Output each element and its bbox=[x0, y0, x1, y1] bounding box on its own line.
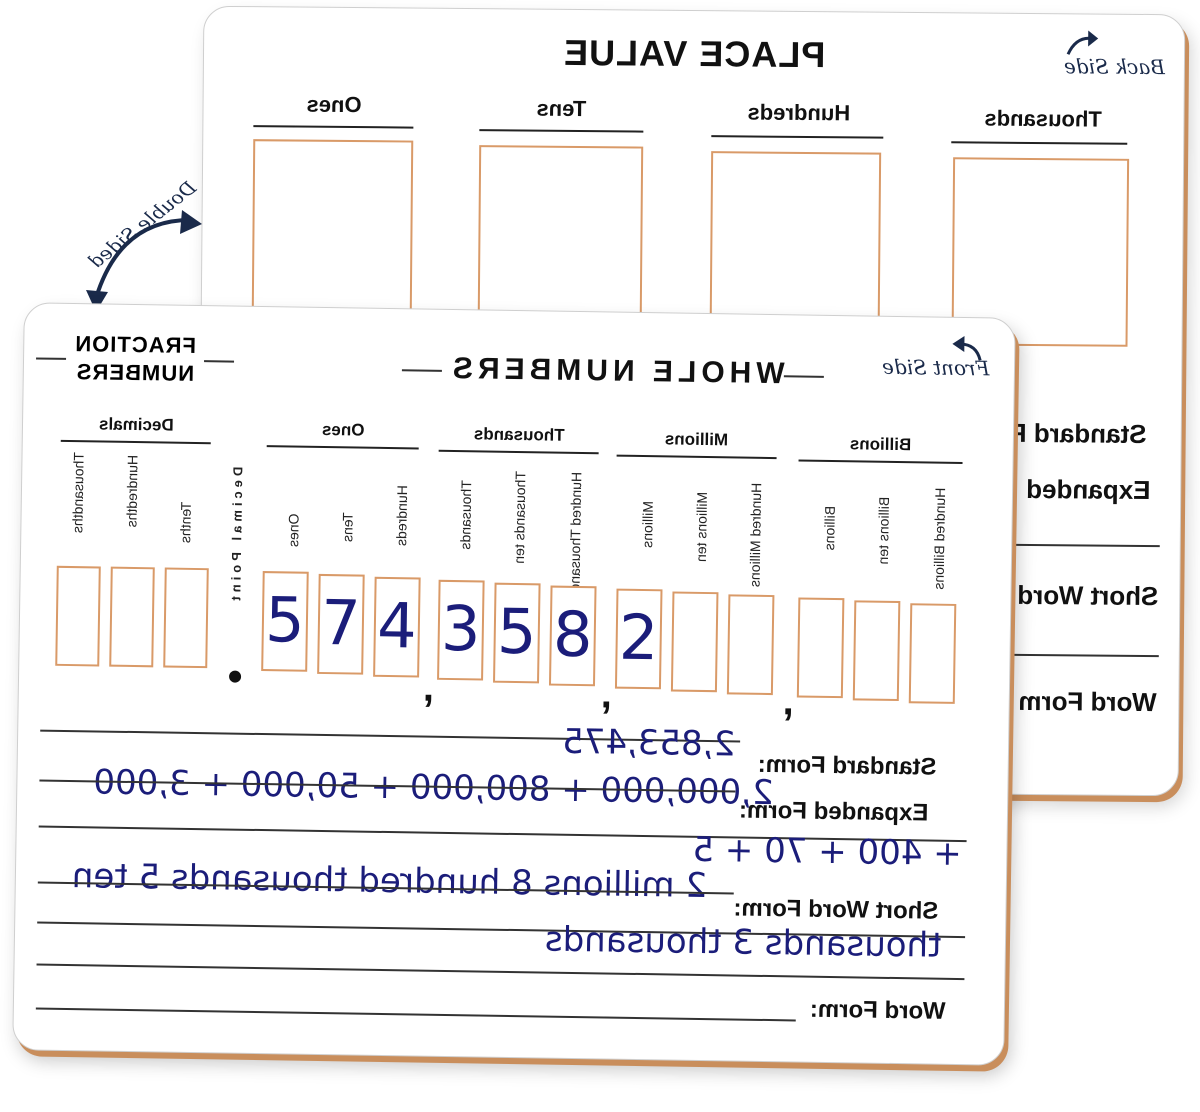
group-millions: Millions bbox=[665, 429, 729, 450]
place-box[interactable] bbox=[852, 600, 901, 702]
place-box[interactable] bbox=[796, 597, 845, 699]
divider bbox=[783, 375, 824, 378]
decimal-point-label: Decimal Point bbox=[228, 466, 246, 605]
standard-form-answer: 2,853,475 bbox=[561, 721, 736, 765]
comma: , bbox=[782, 679, 795, 724]
divider bbox=[951, 141, 1128, 145]
curved-arrow-icon bbox=[1066, 30, 1099, 55]
place-box[interactable] bbox=[109, 566, 155, 668]
expanded-form-answer-1: 2,000,000 + 800,000 + 50,000 + 3,000 bbox=[93, 762, 774, 814]
short-word-answer-1: 2 millions 8 hundred thousands 5 ten bbox=[71, 856, 708, 907]
place-label: Billions bbox=[821, 505, 838, 551]
expanded-form-answer-2: + 400 + 70 + 5 bbox=[692, 829, 962, 875]
front-board: Front Side WHOLE NUMBERS FRACTION NUMBER… bbox=[12, 302, 1016, 1066]
back-column-hundreds: Hundreds bbox=[747, 99, 850, 126]
place-label: Hundredths bbox=[123, 454, 141, 528]
place-label: Ones bbox=[285, 513, 302, 548]
back-standard-label: Standard F bbox=[1010, 417, 1147, 449]
group-billions: Billions bbox=[849, 434, 912, 455]
double-sided-arrow-icon bbox=[86, 210, 202, 312]
place-box[interactable] bbox=[670, 591, 719, 693]
place-label: Tens bbox=[339, 512, 356, 543]
digit: 5 bbox=[264, 583, 306, 657]
place-label: Millions bbox=[639, 500, 656, 548]
group-ones: Ones bbox=[321, 419, 365, 440]
comma: , bbox=[600, 672, 613, 717]
digit: 3 bbox=[440, 591, 482, 666]
word-form-label: Word Form: bbox=[809, 995, 946, 1025]
front-title: WHOLE NUMBERS bbox=[447, 351, 785, 391]
divider bbox=[711, 135, 884, 139]
place-box[interactable] bbox=[163, 567, 209, 669]
back-short-word-label: Short Word bbox=[1017, 579, 1159, 612]
curved-arrow-icon bbox=[952, 336, 982, 361]
place-label: Thousands bbox=[457, 480, 475, 550]
back-column-ones: Ones bbox=[306, 91, 363, 118]
digit: 2 bbox=[618, 600, 660, 675]
divider bbox=[438, 449, 599, 455]
place-label: Thousandths bbox=[69, 452, 87, 534]
divider bbox=[798, 459, 963, 465]
short-word-answer-2: thousands 3 thousands bbox=[544, 919, 942, 966]
back-column-thousands: Thousands bbox=[984, 105, 1103, 132]
group-thousands: Thousands bbox=[473, 424, 565, 445]
divider bbox=[253, 125, 414, 129]
place-label: Hundreds bbox=[393, 485, 411, 547]
place-box[interactable] bbox=[908, 603, 957, 704]
back-title: PLACE VALUE bbox=[562, 31, 826, 76]
place-label: Thousands ten bbox=[510, 470, 529, 564]
place-box[interactable] bbox=[55, 565, 101, 667]
divider bbox=[36, 357, 67, 360]
standard-form-label: Standard Form: bbox=[757, 750, 937, 781]
back-word-form-label: Word Form bbox=[1018, 685, 1157, 718]
place-box[interactable] bbox=[726, 594, 775, 696]
expanded-form-label: Expanded Form: bbox=[738, 796, 929, 827]
digit: 4 bbox=[376, 588, 418, 663]
writing-line bbox=[1009, 543, 1160, 547]
divider bbox=[204, 360, 235, 363]
divider bbox=[479, 129, 644, 133]
digit: 7 bbox=[320, 585, 362, 660]
comma: , bbox=[422, 665, 435, 710]
back-expanded-label: Expanded bbox=[1026, 473, 1151, 506]
back-board: PLACE VALUE Back Side Thousands Hundreds… bbox=[196, 5, 1186, 797]
writing-line bbox=[35, 1007, 796, 1021]
fraction-title: FRACTION NUMBERS bbox=[74, 331, 197, 386]
group-decimals: Decimals bbox=[98, 414, 174, 435]
divider bbox=[60, 439, 211, 445]
place-label: Billions ten bbox=[874, 496, 892, 565]
back-column-tens: Tens bbox=[536, 95, 587, 122]
writing-line bbox=[1008, 653, 1159, 657]
place-label: Hundred Billions bbox=[930, 487, 949, 590]
place-label: Hundred Millions bbox=[746, 482, 765, 588]
place-label: Millions ten bbox=[692, 491, 711, 563]
divider bbox=[266, 445, 419, 450]
digit: 5 bbox=[496, 594, 538, 669]
writing-line bbox=[36, 963, 965, 980]
place-label: Tenths bbox=[177, 501, 194, 544]
divider bbox=[616, 454, 777, 460]
divider bbox=[401, 369, 442, 372]
place-label: Hundred Thousands bbox=[566, 471, 585, 599]
decimal-dot bbox=[228, 670, 242, 683]
short-word-form-label: Short Word Form: bbox=[733, 894, 939, 925]
digit: 8 bbox=[552, 597, 594, 672]
